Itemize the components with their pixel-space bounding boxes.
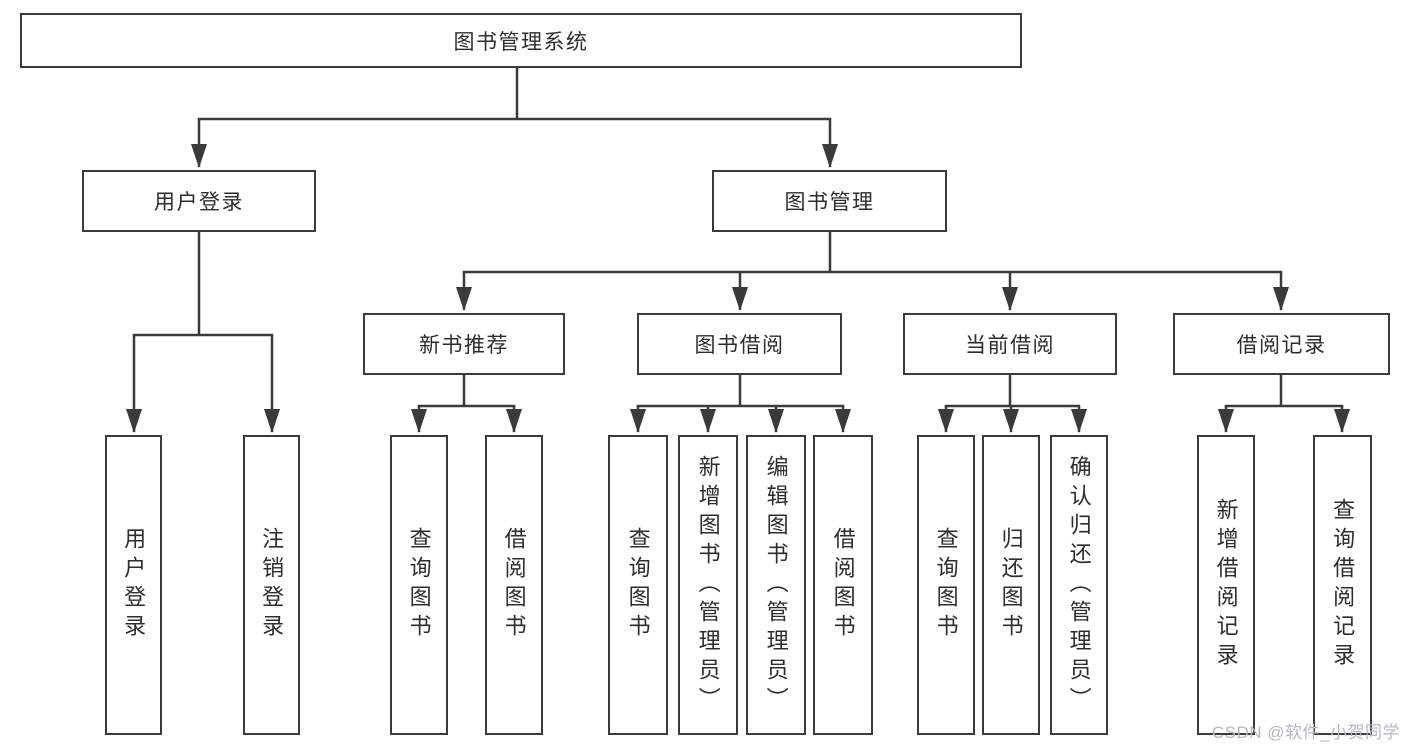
leaf-borrow-books-recommend: 借阅图书: [485, 435, 543, 735]
leaf-query-borrow-record: 查询借阅记录: [1313, 435, 1372, 735]
leaf-borrow-books-borrowing-label: 借阅图书: [830, 527, 856, 643]
leaf-confirm-return-admin-label: 确认归还（管理员）: [1066, 454, 1092, 716]
leaf-edit-book-admin-label: 编辑图书（管理员）: [763, 454, 789, 716]
leaf-logout-label: 注销登录: [259, 527, 285, 643]
connector-arrows: [126, 119, 1350, 433]
leaf-return-books: 归还图书: [982, 435, 1040, 735]
leaf-return-books-label: 归还图书: [998, 527, 1024, 643]
leaf-query-books-borrowing-label: 查询图书: [625, 527, 651, 643]
leaf-add-book-admin: 新增图书（管理员）: [678, 435, 738, 735]
connector-trunks: [132, 68, 1344, 408]
node-borrowing-records: 借阅记录: [1173, 313, 1390, 375]
node-current-borrowing: 当前借阅: [903, 313, 1117, 375]
leaf-logout: 注销登录: [243, 435, 300, 735]
node-new-book-recommendation-label: 新书推荐: [419, 334, 509, 357]
node-new-book-recommendation: 新书推荐: [363, 313, 565, 375]
node-current-borrowing-label: 当前借阅: [965, 334, 1055, 357]
node-book-borrowing: 图书借阅: [637, 313, 842, 375]
node-root-label: 图书管理系统: [453, 30, 589, 54]
leaf-confirm-return-admin: 确认归还（管理员）: [1050, 435, 1108, 735]
leaf-borrow-books-borrowing: 借阅图书: [813, 435, 873, 735]
leaf-query-borrow-record-label: 查询借阅记录: [1330, 498, 1356, 672]
leaf-query-books-recommend-label: 查询图书: [406, 527, 432, 643]
leaf-query-books-borrowing: 查询图书: [608, 435, 668, 735]
leaf-user-login-label: 用户登录: [121, 527, 147, 643]
leaf-user-login: 用户登录: [105, 435, 162, 735]
leaf-query-books-current: 查询图书: [917, 435, 975, 735]
csdn-watermark: CSDN @软件_小贺同学: [1211, 723, 1400, 742]
leaf-add-book-admin-label: 新增图书（管理员）: [695, 454, 721, 716]
node-book-management: 图书管理: [712, 170, 947, 232]
node-borrowing-records-label: 借阅记录: [1236, 334, 1327, 357]
leaf-add-borrow-record-label: 新增借阅记录: [1213, 498, 1239, 672]
leaf-borrow-books-recommend-label: 借阅图书: [501, 527, 527, 643]
node-book-management-label: 图书管理: [784, 191, 875, 214]
node-user-login: 用户登录: [82, 170, 316, 232]
leaf-query-books-recommend: 查询图书: [390, 435, 448, 735]
leaf-query-books-current-label: 查询图书: [933, 527, 959, 643]
node-user-login-label: 用户登录: [154, 191, 244, 214]
leaf-edit-book-admin: 编辑图书（管理员）: [746, 435, 806, 735]
leaf-add-borrow-record: 新增借阅记录: [1197, 435, 1255, 735]
node-book-borrowing-label: 图书借阅: [694, 334, 785, 357]
node-root: 图书管理系统: [20, 13, 1022, 68]
